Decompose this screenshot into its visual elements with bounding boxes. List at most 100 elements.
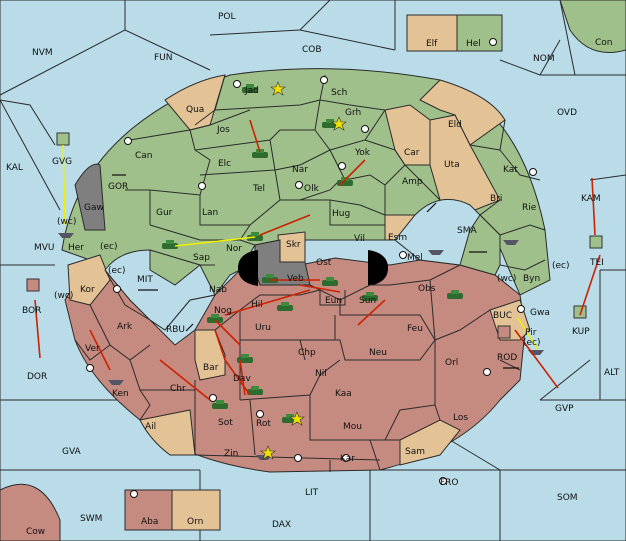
label-obs: Obs	[418, 284, 436, 294]
label-kal: KAL	[6, 163, 23, 173]
label-cow: Cow	[26, 527, 45, 537]
label-eun: Eun	[325, 296, 342, 306]
label-qua: Qua	[186, 105, 204, 115]
label-nvm: NVM	[32, 48, 53, 58]
label-feu: Feu	[407, 324, 423, 334]
label-buc: BUC	[493, 311, 512, 321]
label-vil: Vil	[354, 234, 365, 244]
label-ec1: (ec)	[100, 242, 118, 252]
army-icon	[362, 292, 378, 301]
order-arrows	[34, 119, 601, 401]
label-kup: KUP	[572, 327, 590, 337]
label-hil: Hil	[251, 300, 263, 310]
label-rbu: RBU	[166, 325, 185, 335]
province-byn[interactable]	[459, 214, 501, 276]
label-gva: GVA	[62, 447, 82, 457]
lake-east	[368, 250, 388, 286]
label-tei: TEI	[589, 258, 604, 268]
label-gor: GOR	[108, 182, 128, 192]
label-kam: KAM	[581, 194, 601, 204]
star-markers	[260, 81, 347, 460]
label-som: SOM	[557, 493, 578, 503]
army-icon	[322, 277, 338, 286]
army-icon	[277, 302, 293, 311]
label-gvg: GVG	[52, 157, 72, 167]
lake-west	[238, 250, 258, 286]
label-mit: MIT	[137, 275, 153, 285]
unit-box-bor	[26, 278, 40, 292]
label-jos: Jos	[216, 125, 230, 135]
passage-arrows	[112, 174, 519, 369]
unit-box-tei	[589, 235, 603, 249]
unit-box-kup	[573, 305, 587, 319]
label-dor: DOR	[27, 372, 47, 382]
army-icon	[212, 400, 228, 409]
label-gwa: Gwa	[530, 308, 550, 318]
label-bor: BOR	[22, 306, 41, 316]
label-lan: Lan	[202, 208, 218, 218]
province-nab[interactable]	[149, 249, 202, 286]
label-sma: SMA	[457, 226, 477, 236]
label-mvu: MVU	[34, 243, 55, 253]
label-cob: COB	[302, 45, 322, 55]
army-icon	[242, 84, 258, 93]
province-kor[interactable]	[67, 254, 111, 306]
label-mou: Mou	[343, 422, 362, 432]
label-nom: NOM	[533, 54, 555, 64]
label-gaw: Gaw	[84, 203, 104, 213]
label-sun: Sun	[359, 296, 376, 306]
support-arrows	[62, 144, 539, 351]
province-orn[interactable]	[171, 489, 221, 531]
province-sam[interactable]	[399, 419, 461, 466]
label-wc2: (wc)	[54, 291, 73, 301]
label-olk: Olk	[304, 184, 320, 194]
label-mel: Mel	[407, 253, 423, 263]
label-uta: Uta	[444, 160, 460, 170]
label-veb: Veb	[287, 274, 304, 284]
label-bar: Bar	[203, 363, 219, 373]
label-neu: Neu	[369, 348, 387, 358]
label-nil: Nil	[315, 369, 327, 379]
label-orn: Orn	[187, 517, 203, 527]
label-byn: Byn	[523, 274, 540, 284]
label-hel: Hel	[466, 39, 481, 49]
label-yok: Yok	[354, 148, 371, 158]
province-ail[interactable]	[139, 409, 196, 456]
label-nog: Nog	[214, 306, 232, 316]
label-dax: DAX	[272, 520, 291, 530]
label-elc: Elc	[218, 159, 231, 169]
label-fro: FRO	[440, 478, 459, 488]
label-ovd: OVD	[557, 108, 577, 118]
label-sap: Sap	[193, 253, 210, 263]
label-zin: Zin	[224, 449, 238, 459]
label-ver: Ver	[85, 344, 100, 354]
label-lit: LIT	[305, 488, 319, 498]
province-eld[interactable]	[419, 79, 506, 146]
label-nab: Nab	[209, 285, 227, 295]
label-bri: Bri	[490, 194, 502, 204]
label-chp: Chp	[298, 348, 316, 358]
label-wc3: (wc)	[497, 274, 516, 284]
army-icon	[247, 386, 263, 395]
label-orl: Orl	[445, 358, 458, 368]
label-gur: Gur	[156, 208, 173, 218]
label-rod: ROD	[497, 353, 517, 363]
label-ec3: (ec)	[552, 261, 570, 271]
label-amp: Amp	[402, 177, 423, 187]
supply-centers	[86, 38, 537, 498]
label-eld: Eld	[448, 120, 462, 130]
label-ail: Ail	[145, 422, 156, 432]
label-kor: Kor	[80, 285, 95, 295]
province-gaw[interactable]	[74, 163, 106, 231]
province-cow[interactable]	[0, 483, 61, 541]
label-fun: FUN	[154, 53, 173, 63]
label-swm: SWM	[80, 514, 102, 524]
label-wc1: (wc)	[57, 217, 76, 227]
label-kar: Kar	[340, 454, 355, 464]
label-rie: Rie	[522, 203, 537, 213]
label-nar: Nar	[292, 165, 308, 175]
label-nor: Nor	[226, 244, 242, 254]
